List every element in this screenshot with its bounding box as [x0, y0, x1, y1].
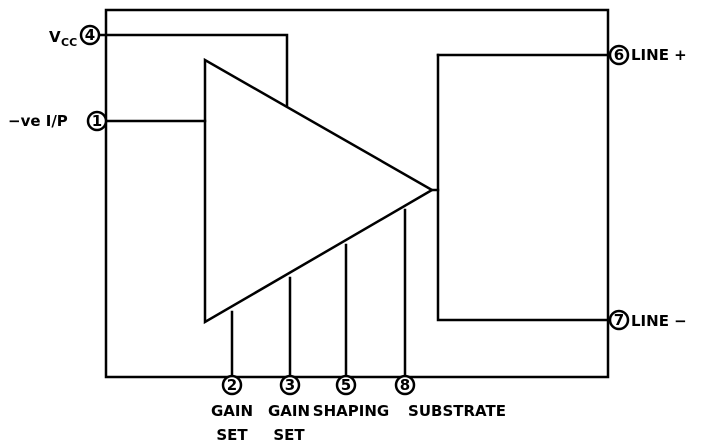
neg-input-label: −ve I/P	[8, 112, 68, 130]
pin-8-number: 8	[400, 376, 410, 394]
vcc-wire	[95, 33, 289, 107]
pin-1-number: 1	[92, 112, 102, 130]
amplifier-triangle	[203, 57, 435, 325]
pin-5-number: 5	[341, 376, 351, 394]
gain-set-3-label-line1: GAIN	[268, 402, 310, 420]
pin-6: 6	[608, 44, 630, 66]
gain-set-3-label-line2: SET	[273, 426, 305, 444]
pin-7-number: 7	[614, 311, 624, 329]
vcc-label: V	[49, 28, 61, 46]
pin-5: 5	[335, 374, 357, 396]
shaping-label: SHAPING	[313, 402, 389, 420]
pin-4-number: 4	[85, 26, 95, 44]
pin-6-number: 6	[614, 46, 624, 64]
pin-2: 2	[221, 374, 243, 396]
package-outline	[104, 8, 610, 379]
line-pos-label: LINE +	[631, 46, 687, 64]
gain-set-2-label-line1: GAIN	[211, 402, 253, 420]
vcc-label-subscript: CC	[61, 36, 77, 49]
pin-4: 4	[79, 24, 101, 46]
pin-8: 8	[394, 374, 416, 396]
line-neg-wire	[436, 53, 616, 322]
gain-set-2-label-line2: SET	[216, 426, 248, 444]
pin-1: 1	[86, 110, 108, 132]
substrate-label: SUBSTRATE	[408, 402, 506, 420]
pin-3: 3	[279, 374, 301, 396]
pin-3-number: 3	[285, 376, 295, 394]
pin-7: 7	[608, 309, 630, 331]
line-neg-label: LINE −	[631, 312, 687, 330]
pin-2-number: 2	[227, 376, 237, 394]
